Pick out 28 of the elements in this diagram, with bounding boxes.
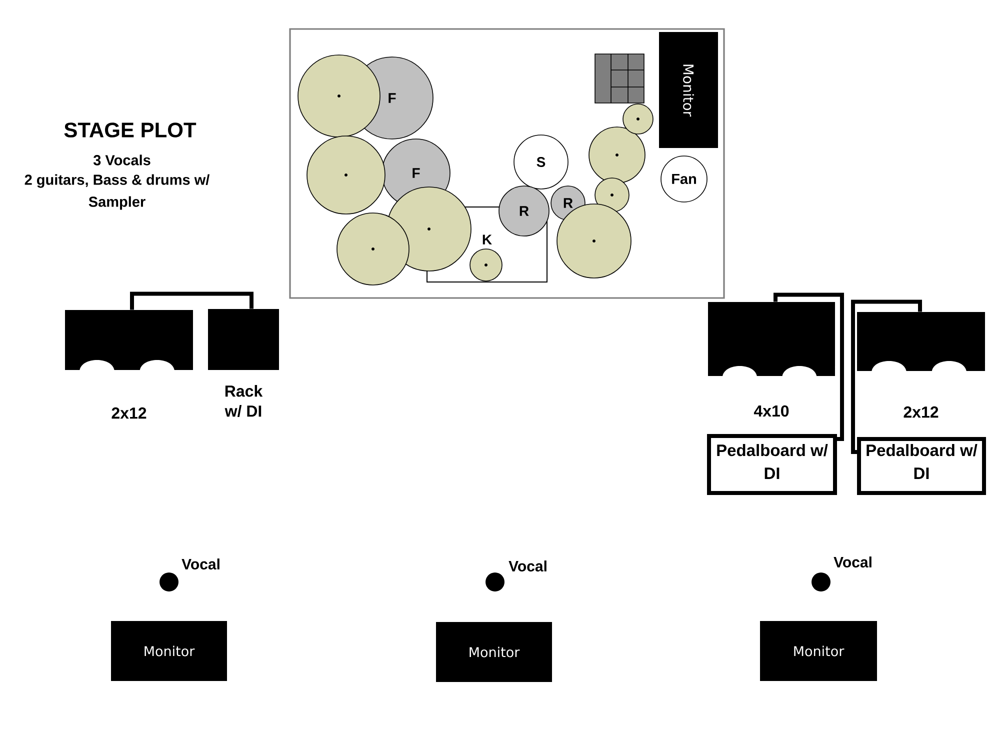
rack-label: Rack w/ DI	[224, 385, 263, 417]
fan: Fan	[660, 156, 708, 202]
cable	[851, 300, 922, 454]
cable	[774, 292, 844, 441]
cymbal	[298, 54, 380, 138]
title: STAGE PLOT	[64, 122, 196, 138]
cymbal	[622, 104, 654, 134]
cymbal	[594, 178, 630, 212]
cymbal	[470, 248, 502, 282]
cabinet-label: 4x10	[754, 405, 789, 417]
subtitle: 3 Vocals	[93, 154, 150, 166]
monitor-box: Monitor	[436, 622, 552, 682]
cable	[130, 292, 254, 310]
cabinet-label: 2x12	[904, 406, 938, 418]
snare-drum: S	[514, 134, 568, 190]
vocal-label: Vocal	[834, 556, 872, 568]
cymbal	[306, 136, 386, 214]
subtitle: 2 guitars, Bass & drums w/ Sampler	[24, 174, 210, 210]
pedalboard-box: Pedalboard w/ DI	[707, 434, 838, 495]
monitor-box: Monitor	[659, 32, 718, 148]
monitor-box: Monitor	[760, 621, 878, 681]
pedalboard-box: Pedalboard w/ DI	[857, 437, 986, 495]
monitor-box: Monitor	[111, 621, 227, 681]
drum-riser	[289, 28, 725, 299]
cymbal	[336, 212, 410, 286]
vocal-label: Vocal	[182, 558, 220, 570]
vocal-label: Vocal	[508, 560, 546, 572]
cabinet-label: 2x12	[112, 407, 146, 419]
